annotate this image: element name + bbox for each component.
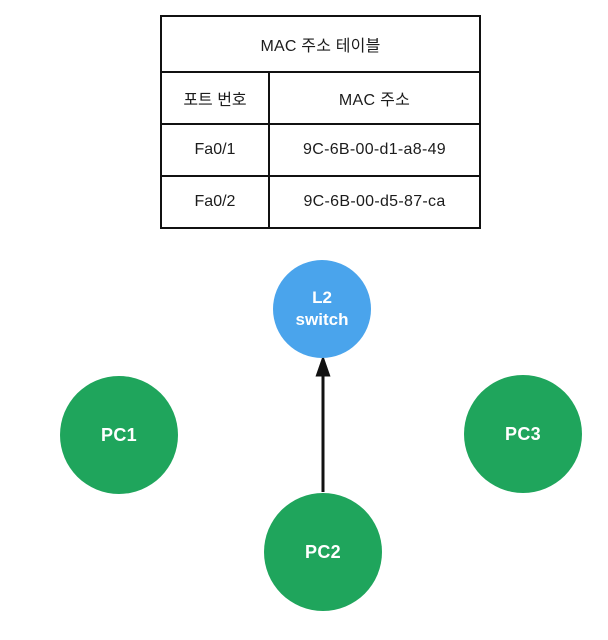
mac-cell: 9C-6B-00-d1-a8-49	[268, 125, 479, 175]
column-header-mac: MAC 주소	[268, 73, 479, 123]
node-label-line: L2	[312, 287, 332, 307]
node-l2-switch: L2 switch	[273, 260, 371, 358]
node-label: PC1	[101, 424, 137, 445]
table-row: Fa0/1 9C-6B-00-d1-a8-49	[162, 123, 479, 175]
node-label: PC3	[505, 423, 541, 444]
node-pc3: PC3	[464, 375, 582, 493]
node-pc2: PC2	[264, 493, 382, 611]
arrowhead-up-icon	[315, 355, 331, 377]
mac-cell: 9C-6B-00-d5-87-ca	[268, 177, 479, 227]
mac-address-table: MAC 주소 테이블 포트 번호 MAC 주소 Fa0/1 9C-6B-00-d…	[160, 15, 481, 229]
node-label-line: switch	[295, 310, 349, 329]
node-label: PC2	[305, 541, 341, 562]
node-pc1: PC1	[60, 376, 178, 494]
table-title: MAC 주소 테이블	[260, 38, 381, 55]
port-cell: Fa0/1	[194, 141, 236, 158]
table-header-row: 포트 번호 MAC 주소	[162, 71, 479, 123]
column-header-port: 포트 번호	[183, 92, 247, 109]
table-row: Fa0/2 9C-6B-00-d5-87-ca	[162, 175, 479, 227]
port-cell: Fa0/2	[194, 193, 236, 210]
